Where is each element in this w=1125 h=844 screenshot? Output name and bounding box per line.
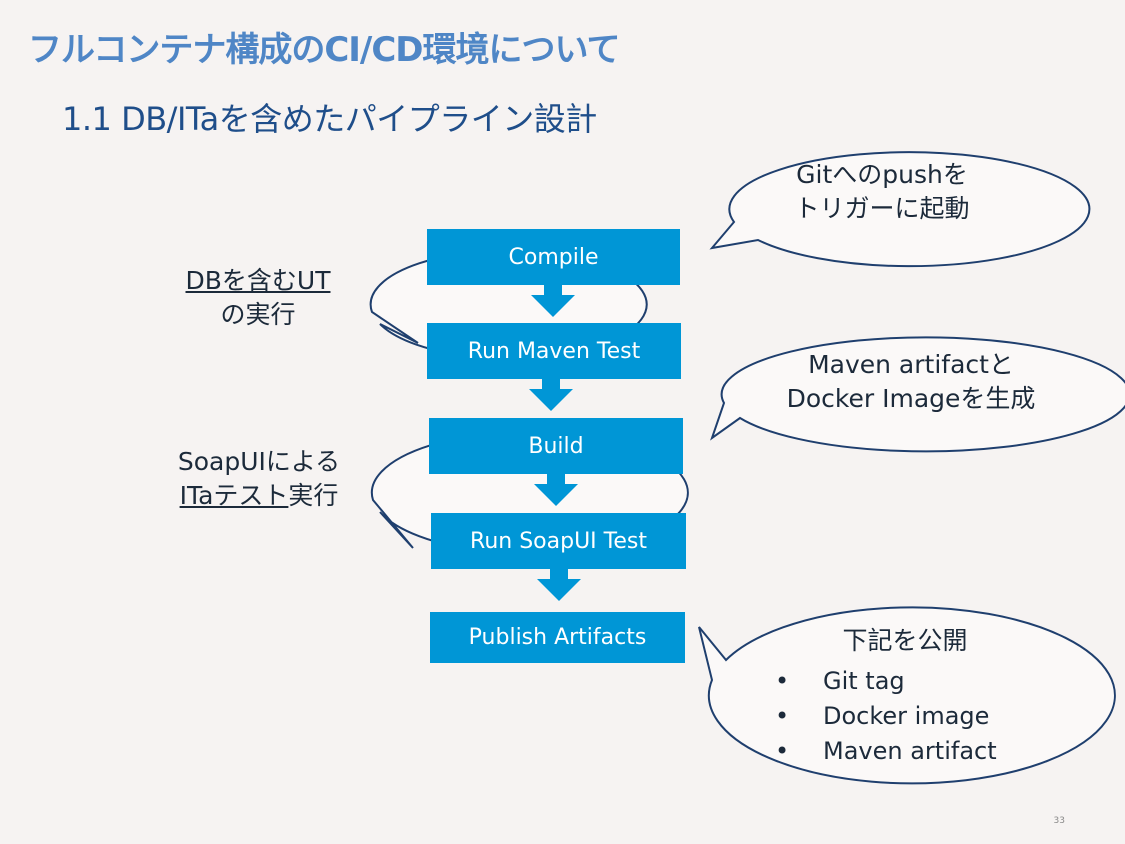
down-arrow-icon bbox=[534, 484, 578, 506]
step-publish-artifacts: Publish Artifacts bbox=[430, 612, 685, 663]
callout-soapui-text: SoapUIによる ITaテスト実行 bbox=[139, 445, 379, 513]
arrow-stem bbox=[542, 379, 560, 391]
page-number: 33 bbox=[1053, 816, 1065, 826]
callout-maven-text: Maven artifactと Docker Imageを生成 bbox=[766, 348, 1056, 416]
list-item-label: Git tag bbox=[823, 667, 905, 695]
list-item: • Git tag bbox=[775, 664, 997, 699]
callout-soapui-underlined: ITaテスト bbox=[179, 481, 289, 510]
callout-git-push-text: Gitへのpushを トリガーに起動 bbox=[752, 158, 1012, 226]
list-item: • Docker image bbox=[775, 699, 997, 734]
callout-soapui-rest: 実行 bbox=[288, 481, 339, 510]
list-item-label: Docker image bbox=[823, 702, 990, 730]
slide-subtitle: 1.1 DB/ITaを含めたパイプライン設計 bbox=[62, 100, 597, 138]
down-arrow-icon bbox=[529, 389, 573, 411]
callout-soapui-line1: SoapUIによる bbox=[177, 447, 341, 476]
bullet-icon: • bbox=[775, 667, 790, 695]
callout-db-ut-line1: DBを含むUT bbox=[185, 266, 331, 295]
down-arrow-icon bbox=[537, 579, 581, 601]
bullet-icon: • bbox=[775, 702, 790, 730]
arrow-stem bbox=[550, 569, 568, 581]
callout-git-push-line2: トリガーに起動 bbox=[794, 194, 970, 223]
publish-list: • Git tag • Docker image • Maven artifact bbox=[775, 664, 997, 769]
down-arrow-icon bbox=[531, 295, 575, 317]
step-run-soapui-test: Run SoapUI Test bbox=[431, 513, 686, 569]
callout-db-ut-text: DBを含むUT の実行 bbox=[148, 264, 368, 332]
callout-maven-line1: Maven artifactと bbox=[808, 350, 1014, 379]
step-compile: Compile bbox=[427, 229, 680, 285]
callout-maven-bubble bbox=[710, 336, 1125, 453]
callout-publish-heading: 下記を公開 bbox=[842, 626, 968, 655]
callout-maven-line2: Docker Imageを生成 bbox=[786, 384, 1036, 413]
callout-publish-bubble bbox=[698, 606, 1116, 785]
callout-git-push-line1: Gitへのpushを bbox=[796, 160, 968, 189]
list-item: • Maven artifact bbox=[775, 734, 997, 769]
callout-git-push-bubble bbox=[709, 151, 1091, 268]
slide-title: フルコンテナ構成のCI/CD環境について bbox=[28, 30, 620, 70]
callout-soapui-line2: ITaテスト実行 bbox=[139, 479, 379, 513]
arrow-stem bbox=[547, 474, 565, 486]
step-build: Build bbox=[429, 418, 683, 474]
arrow-stem bbox=[544, 285, 562, 297]
bullet-icon: • bbox=[775, 737, 790, 765]
callout-db-ut-line2: の実行 bbox=[220, 300, 296, 329]
list-item-label: Maven artifact bbox=[823, 737, 997, 765]
step-run-maven-test: Run Maven Test bbox=[427, 323, 681, 379]
